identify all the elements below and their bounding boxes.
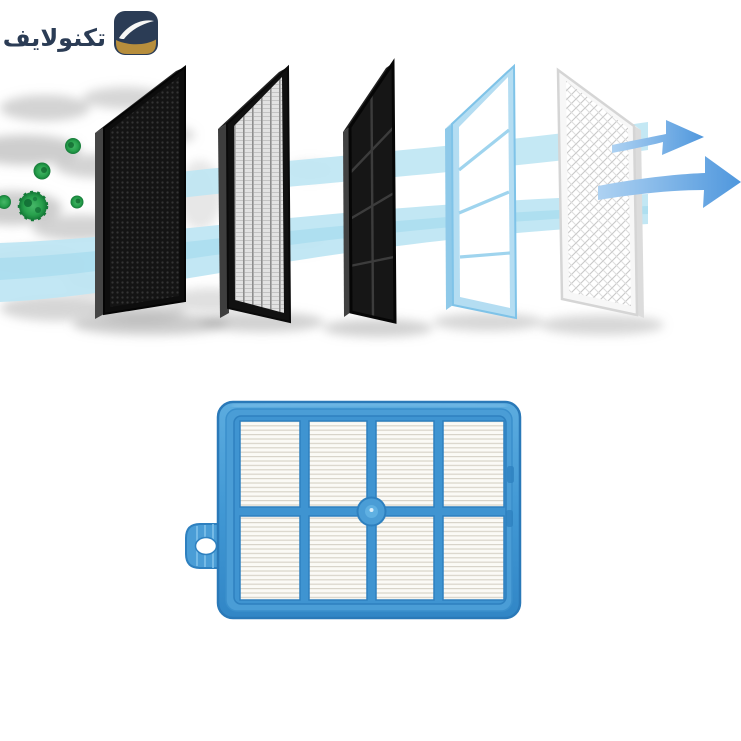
pleat-cell: [442, 420, 505, 508]
germ-spot: [75, 198, 81, 204]
airflow-band-upper: [180, 122, 648, 198]
germ-particle-large: [17, 190, 49, 222]
germ-particle: [0, 195, 11, 209]
clean-air-arrows: [598, 120, 741, 208]
germ-particles: [0, 138, 84, 222]
pleat-cell: [375, 515, 435, 601]
filter-handle-tab: [185, 523, 225, 569]
germ-spot: [68, 142, 74, 148]
logo-gold-crescent: [116, 39, 156, 54]
pleat-cell: [308, 515, 368, 601]
frame-highlight: [231, 402, 507, 408]
filtration-stages-illustration: [0, 58, 741, 337]
white-mesh-filter-icon: [556, 67, 644, 318]
pleat-cell: [375, 420, 435, 508]
airflow-arrow-upper: [612, 120, 704, 155]
pleat-cell: [239, 515, 301, 601]
filter-center-hub: [356, 496, 387, 527]
pleated-hepa-filter-icon: [218, 64, 292, 324]
hepa-filter-product: [185, 400, 522, 620]
black-grid-prefilter-icon: [343, 58, 397, 324]
technolife-swoosh-icon: [114, 11, 158, 55]
airflow-arrow-lower: [598, 156, 741, 208]
electrostatic-glow-filter-icon: [445, 63, 518, 320]
brand-wordmark: تكنولايف: [2, 24, 106, 52]
pleat-cell: [308, 420, 368, 508]
germ-spot: [41, 167, 47, 173]
tab-hole: [194, 536, 218, 556]
logo-white-swoosh: [119, 20, 154, 40]
carbon-honeycomb-filter-icon: [95, 64, 186, 319]
brand-logo: تكنولايف: [2, 8, 164, 58]
pleat-cell: [239, 420, 301, 508]
pleat-cell: [442, 515, 505, 601]
filter-pleat-cells: [239, 420, 505, 601]
frame-clip-notches: [506, 466, 514, 527]
